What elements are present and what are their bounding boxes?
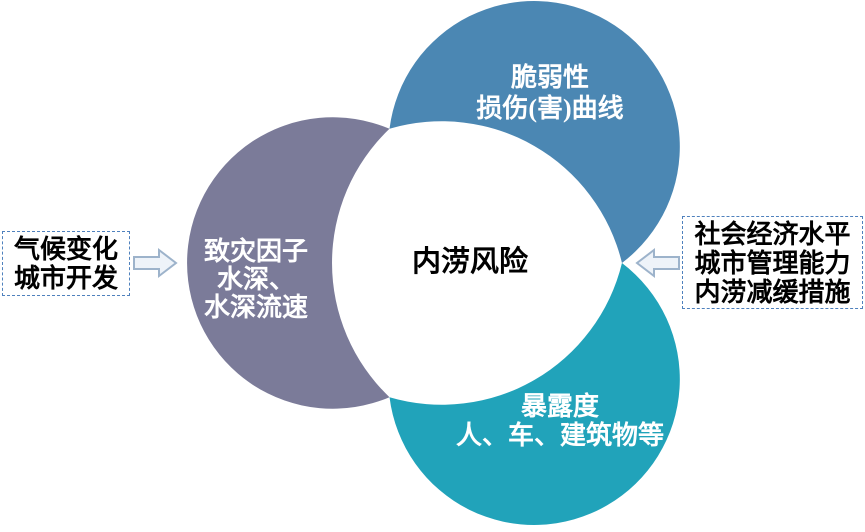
petal-vulnerability [389, 1, 680, 263]
label-line: 损伤(害)曲线 [476, 94, 624, 123]
label-line: 社会经济水平 [694, 220, 851, 249]
label-line: 城市管理能力 [694, 249, 851, 278]
petal-label-hazard: 致灾因子 水深、 水深流速 [146, 238, 366, 322]
label-line: 水深、 [216, 265, 295, 294]
petal-exposure [389, 263, 680, 525]
right-factor-box: 社会经济水平 城市管理能力 内涝减缓措施 [682, 216, 863, 309]
petal-label-exposure: 暴露度 人、车、建筑物等 [420, 392, 700, 450]
petal-label-vulnerability: 脆弱性 损伤(害)曲线 [415, 62, 685, 124]
label-line: 暴露度 [520, 392, 599, 421]
label-line: 城市开发 [13, 264, 118, 293]
label-line: 致灾因子 [203, 237, 308, 266]
left-input-arrow-icon [133, 247, 178, 279]
right-input-arrow-icon [635, 247, 680, 279]
petal-hazard [187, 117, 390, 409]
label-line: 气候变化 [13, 235, 118, 264]
left-factor-box: 气候变化 城市开发 [2, 231, 130, 296]
label-line: 脆弱性 [510, 63, 589, 92]
center-label: 内涝风险 [411, 246, 528, 278]
label-line: 人、车、建筑物等 [455, 421, 664, 450]
label-line: 水深流速 [203, 293, 308, 322]
label-line: 内涝减缓措施 [694, 278, 851, 307]
